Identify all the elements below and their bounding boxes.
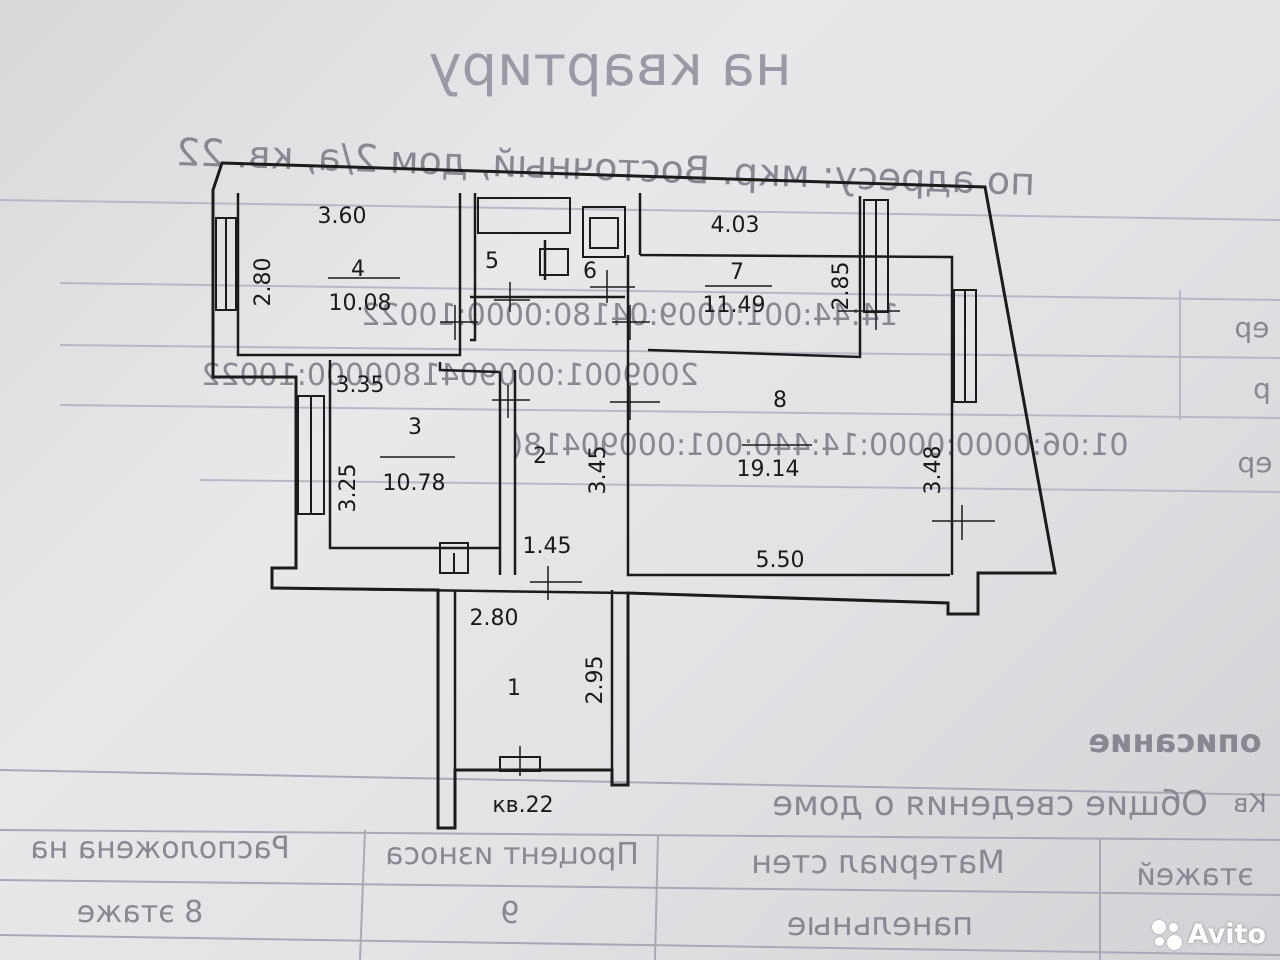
room-4-width: 3.60 <box>318 204 367 229</box>
room-2-number: 2 <box>533 444 547 469</box>
registry-edge-1: ер <box>1235 311 1270 344</box>
description-col-material: Материал стен <box>751 843 1005 881</box>
avito-logo-icon <box>1151 919 1182 950</box>
room-8-area: 19.14 <box>737 457 800 482</box>
description-val-location: 8 этаже <box>77 895 203 930</box>
description-corner: Кв <box>1233 789 1267 819</box>
room-8-height: 3.48 <box>921 446 946 495</box>
door-markers <box>440 270 995 776</box>
room-7-width: 4.03 <box>711 213 760 238</box>
room-8-width: 5.50 <box>756 548 805 573</box>
description-col-floors: этажей <box>1136 858 1253 893</box>
room-1-height: 2.95 <box>583 656 608 705</box>
apartment-label: кв.22 <box>492 793 553 818</box>
mirrored-header: на квартиру по адресу: мкр. Восточный, д… <box>175 34 1036 204</box>
room-7-area: 11.49 <box>703 293 766 318</box>
area-fraction-lines <box>328 277 812 458</box>
bathtub-icon <box>477 197 571 234</box>
room-3-area: 10.78 <box>383 471 446 496</box>
room-4-height: 2.80 <box>251 258 276 307</box>
corridor-height: 3.45 <box>586 446 611 495</box>
sink-icon <box>539 248 569 276</box>
inner-walls <box>236 193 954 770</box>
description-heading: описание <box>1088 722 1261 760</box>
room-3-height: 3.25 <box>336 464 361 513</box>
avito-watermark-text: Avito <box>1187 919 1266 950</box>
room-4-number: 4 <box>351 257 365 282</box>
description-table: описание Кв Общие сведения о доме этажей… <box>0 722 1280 960</box>
floor-plan <box>211 161 1057 830</box>
room-8-number: 8 <box>773 388 787 413</box>
description-val-material: панельные <box>787 905 973 943</box>
description-val-wear: 9 <box>500 896 519 931</box>
room-1-number: 1 <box>507 676 521 701</box>
description-table-grid <box>0 769 1280 960</box>
room-4-area: 10.08 <box>329 291 392 316</box>
room-7-height: 2.85 <box>829 262 854 311</box>
registry-edge-3: ер <box>1238 446 1273 479</box>
room-7-number: 7 <box>730 260 744 285</box>
header-title: на квартиру <box>428 34 791 99</box>
passage-width: 1.45 <box>523 534 572 559</box>
avito-watermark: Avito <box>1151 919 1266 950</box>
registry-code-3: 01:06:0000:0000:14:440:001:00090418( <box>512 428 1129 463</box>
description-row1: Общие сведения о доме <box>772 784 1208 824</box>
description-col-location: Расположена на <box>30 831 289 866</box>
room-3-width: 3.35 <box>336 373 385 398</box>
plan-labels: 3.60 4 10.08 2.80 5 6 4.03 7 11.49 2.85 … <box>251 204 946 818</box>
room-3-number: 3 <box>408 415 422 440</box>
description-col-wear: Процент износа <box>385 837 639 872</box>
registry-edge-2: р <box>1253 372 1271 405</box>
room-5-number: 5 <box>485 249 499 274</box>
toilet-icon <box>582 206 626 258</box>
fixtures <box>439 197 626 574</box>
room-6-number: 6 <box>583 259 597 284</box>
room-1-width: 2.80 <box>470 606 519 631</box>
